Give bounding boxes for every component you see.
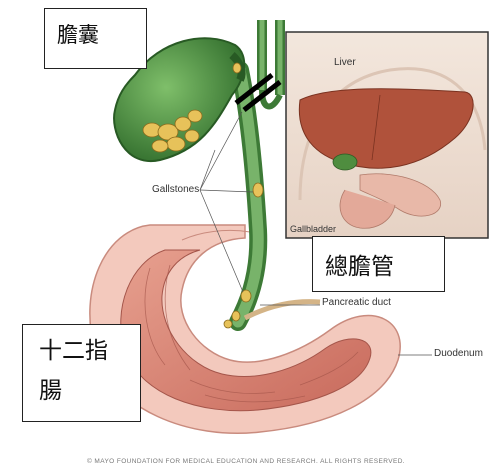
gallbladder-zh-box: 膽囊 xyxy=(44,8,147,69)
common-bile-duct-zh-box: 總膽管 xyxy=(312,236,445,292)
inset-gallbladder-label: Gallbladder xyxy=(290,224,336,234)
pancreatic-duct-label: Pancreatic duct xyxy=(322,297,391,308)
inset-liver-label: Liver xyxy=(334,57,356,68)
pancreatic-duct-shape xyxy=(245,302,320,318)
duodenum-label: Duodenum xyxy=(434,348,483,359)
copyright-notice: © MAYO FOUNDATION FOR MEDICAL EDUCATION … xyxy=(0,458,492,465)
duodenum-zh-box: 十二指腸 xyxy=(22,324,141,422)
gallstones-label: Gallstones xyxy=(152,184,199,195)
inset-panel xyxy=(286,32,488,238)
